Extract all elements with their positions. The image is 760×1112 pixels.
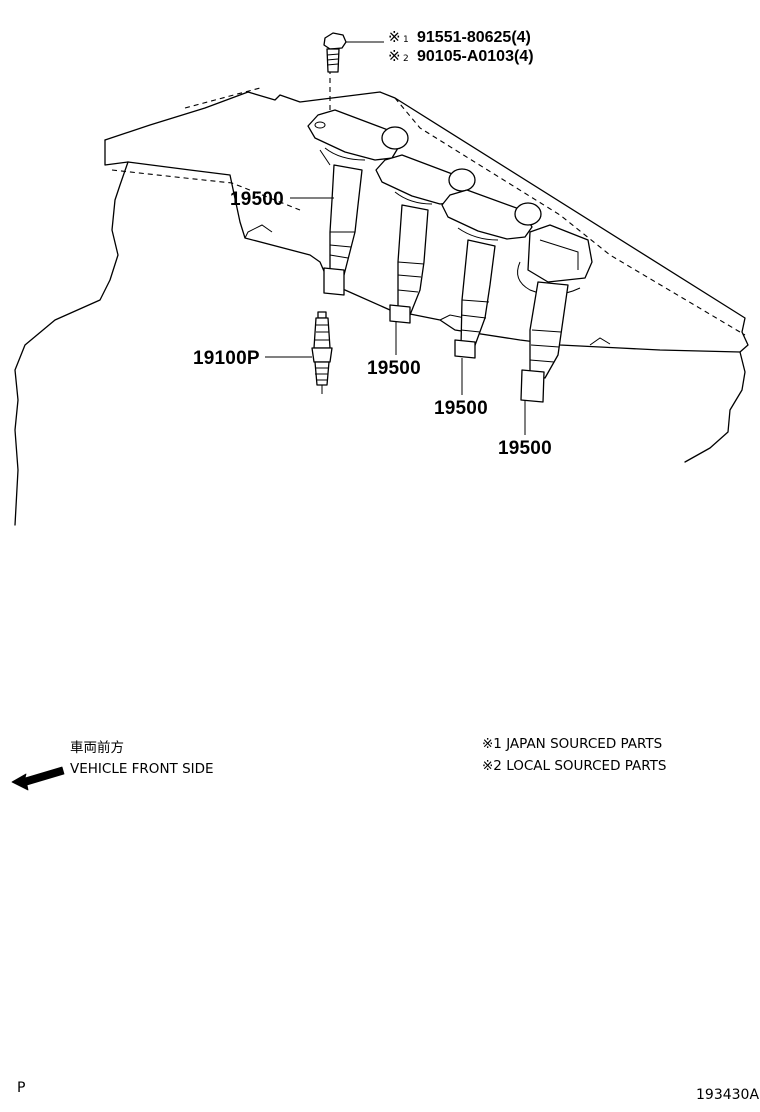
local-mark: ※ <box>388 47 401 65</box>
callout-ignition-coil-2: 19500 <box>367 358 421 379</box>
japan-mark-number: 1 <box>403 35 409 45</box>
legend-japan-sourced: ※1 JAPAN SOURCED PARTS <box>482 736 662 752</box>
spark-plug-icon <box>311 311 333 394</box>
front-arrow-icon <box>11 766 65 791</box>
ignition-coil-1 <box>307 109 409 296</box>
ignition-coil-3 <box>441 189 542 359</box>
callout-ignition-coil-4: 19500 <box>498 438 552 459</box>
japan-mark: ※ <box>388 28 401 46</box>
legend-local-sourced: ※2 LOCAL SOURCED PARTS <box>482 758 667 774</box>
page-marker: P <box>17 1080 25 1096</box>
leader-lines <box>265 197 526 435</box>
vehicle-front-label-jp: 車両前方 <box>70 739 124 756</box>
bolt-part-numbers: ※ 1 91551-80625(4) ※ 2 90105-A0103(4) <box>388 28 534 65</box>
vehicle-front-label: VEHICLE FRONT SIDE <box>70 761 214 777</box>
ignition-coil-4 <box>517 224 593 403</box>
bolt-part-number-local: 90105-A0103(4) <box>417 48 534 65</box>
callout-ignition-coil-1: 19500 <box>230 189 284 210</box>
vehicle-front-direction: 車両前方 VEHICLE FRONT SIDE <box>11 739 214 791</box>
engine-head-outline <box>14 91 749 526</box>
ignition-coil-2 <box>375 154 476 324</box>
legend: ※1 JAPAN SOURCED PARTS ※2 LOCAL SOURCED … <box>482 736 667 774</box>
bolt-part-number-japan: 91551-80625(4) <box>417 29 531 46</box>
illustration-number: 193430A <box>696 1087 759 1103</box>
bolt-icon <box>323 32 384 73</box>
local-mark-number: 2 <box>403 54 409 64</box>
callout-spark-plug: 19100P <box>193 348 260 369</box>
callout-ignition-coil-3: 19500 <box>434 398 488 419</box>
